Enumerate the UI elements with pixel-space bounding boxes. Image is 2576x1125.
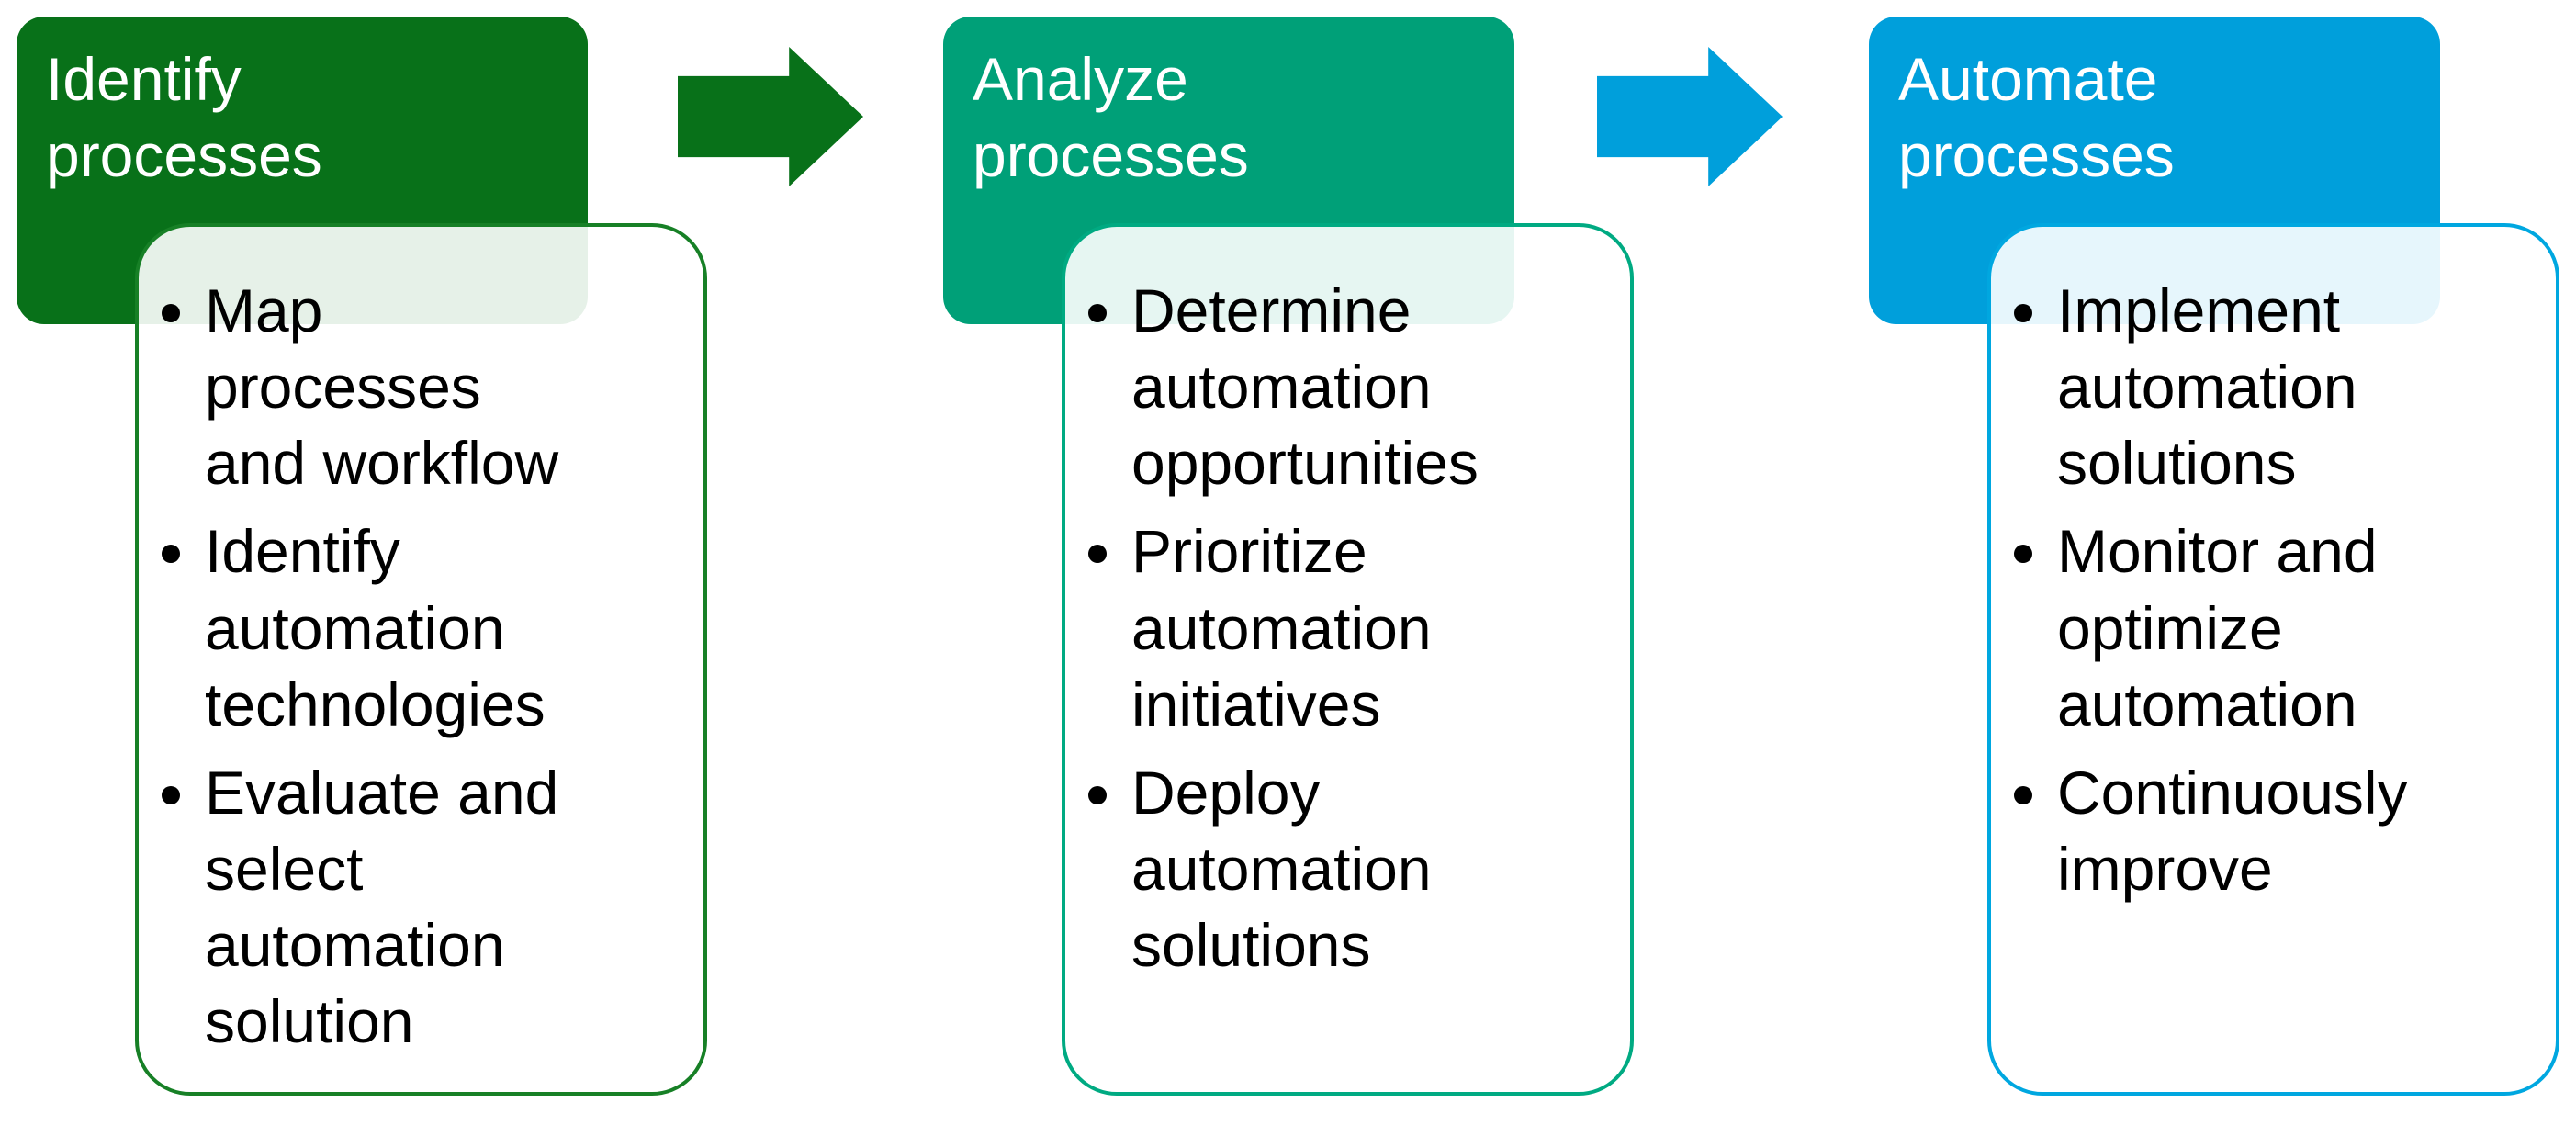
bullet-item: Identify automation technologies: [205, 513, 591, 742]
bullet-item: Continuously improve: [2057, 755, 2443, 907]
step-bullet-list: Determine automation opportunities Prior…: [1065, 227, 1630, 984]
bullet-item: Monitor and optimize automation: [2057, 513, 2443, 742]
bullet-item: Evaluate and select automation solution: [205, 755, 591, 1061]
step-header-automate: Automate processes: [1869, 17, 2440, 324]
step-title-analyze: Analyze processes: [973, 45, 1249, 189]
right-arrow-icon: [1597, 47, 1783, 186]
step-title-identify: Identify processes: [46, 45, 322, 189]
step-card-automate: Implement automation solutions Monitor a…: [1987, 223, 2559, 1096]
step-title-automate: Automate processes: [1898, 45, 2175, 189]
step-bullet-list: Map processes and workflow Identify auto…: [139, 227, 703, 1061]
right-arrow-icon: [678, 47, 863, 186]
step-card-analyze: Determine automation opportunities Prior…: [1062, 223, 1634, 1096]
bullet-item: Map processes and workflow: [205, 273, 591, 501]
step-card-identify: Map processes and workflow Identify auto…: [135, 223, 707, 1096]
bullet-item: Implement automation solutions: [2057, 273, 2443, 501]
bullet-item: Prioritize automation initiatives: [1131, 513, 1517, 742]
step-bullet-list: Implement automation solutions Monitor a…: [1991, 227, 2556, 907]
bullet-item: Deploy automation solutions: [1131, 755, 1517, 984]
bullet-item: Determine automation opportunities: [1131, 273, 1517, 501]
